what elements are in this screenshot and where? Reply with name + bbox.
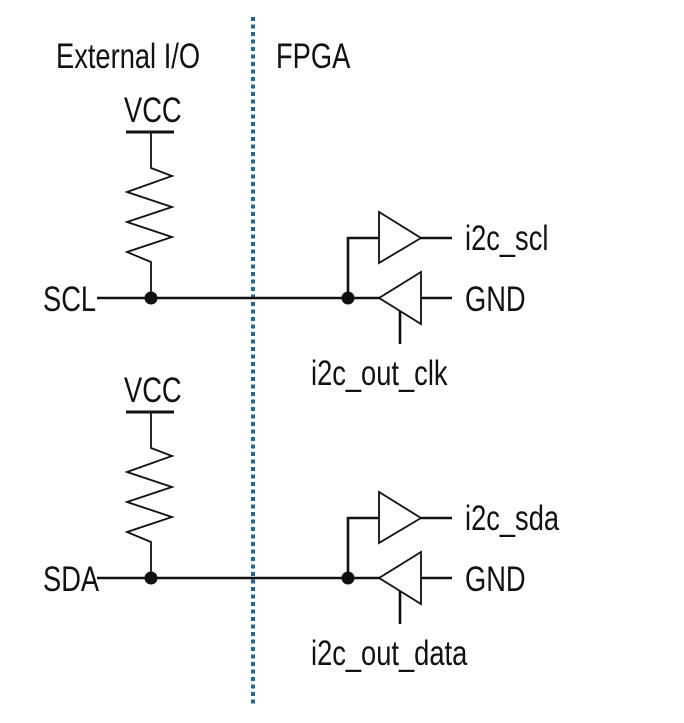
gnd-label: GND	[465, 280, 526, 319]
bus-label-scl: SCL	[43, 280, 96, 319]
input-buffer-icon	[378, 490, 423, 545]
bus-label-sda: SDA	[43, 560, 99, 599]
input-signal-label: i2c_sda	[465, 499, 560, 538]
pullup-resistor-icon	[124, 133, 175, 298]
gnd-label: GND	[465, 560, 526, 599]
resistor-junction-dot	[144, 571, 158, 585]
fpga-label: FPGA	[276, 37, 350, 76]
input-buffer-icon	[378, 210, 423, 265]
vcc-label: VCC	[124, 371, 182, 410]
output-enable-label: i2c_out_clk	[311, 354, 448, 393]
vcc-label: VCC	[124, 91, 182, 130]
resistor-junction-dot	[144, 291, 158, 305]
input-branch-wire	[346, 516, 379, 578]
output-enable-label: i2c_out_data	[311, 634, 468, 673]
input-signal-label: i2c_scl	[465, 219, 548, 258]
input-branch-wire	[346, 236, 379, 298]
pullup-resistor-icon	[124, 413, 175, 578]
external-io-label: External I/O	[56, 37, 200, 76]
